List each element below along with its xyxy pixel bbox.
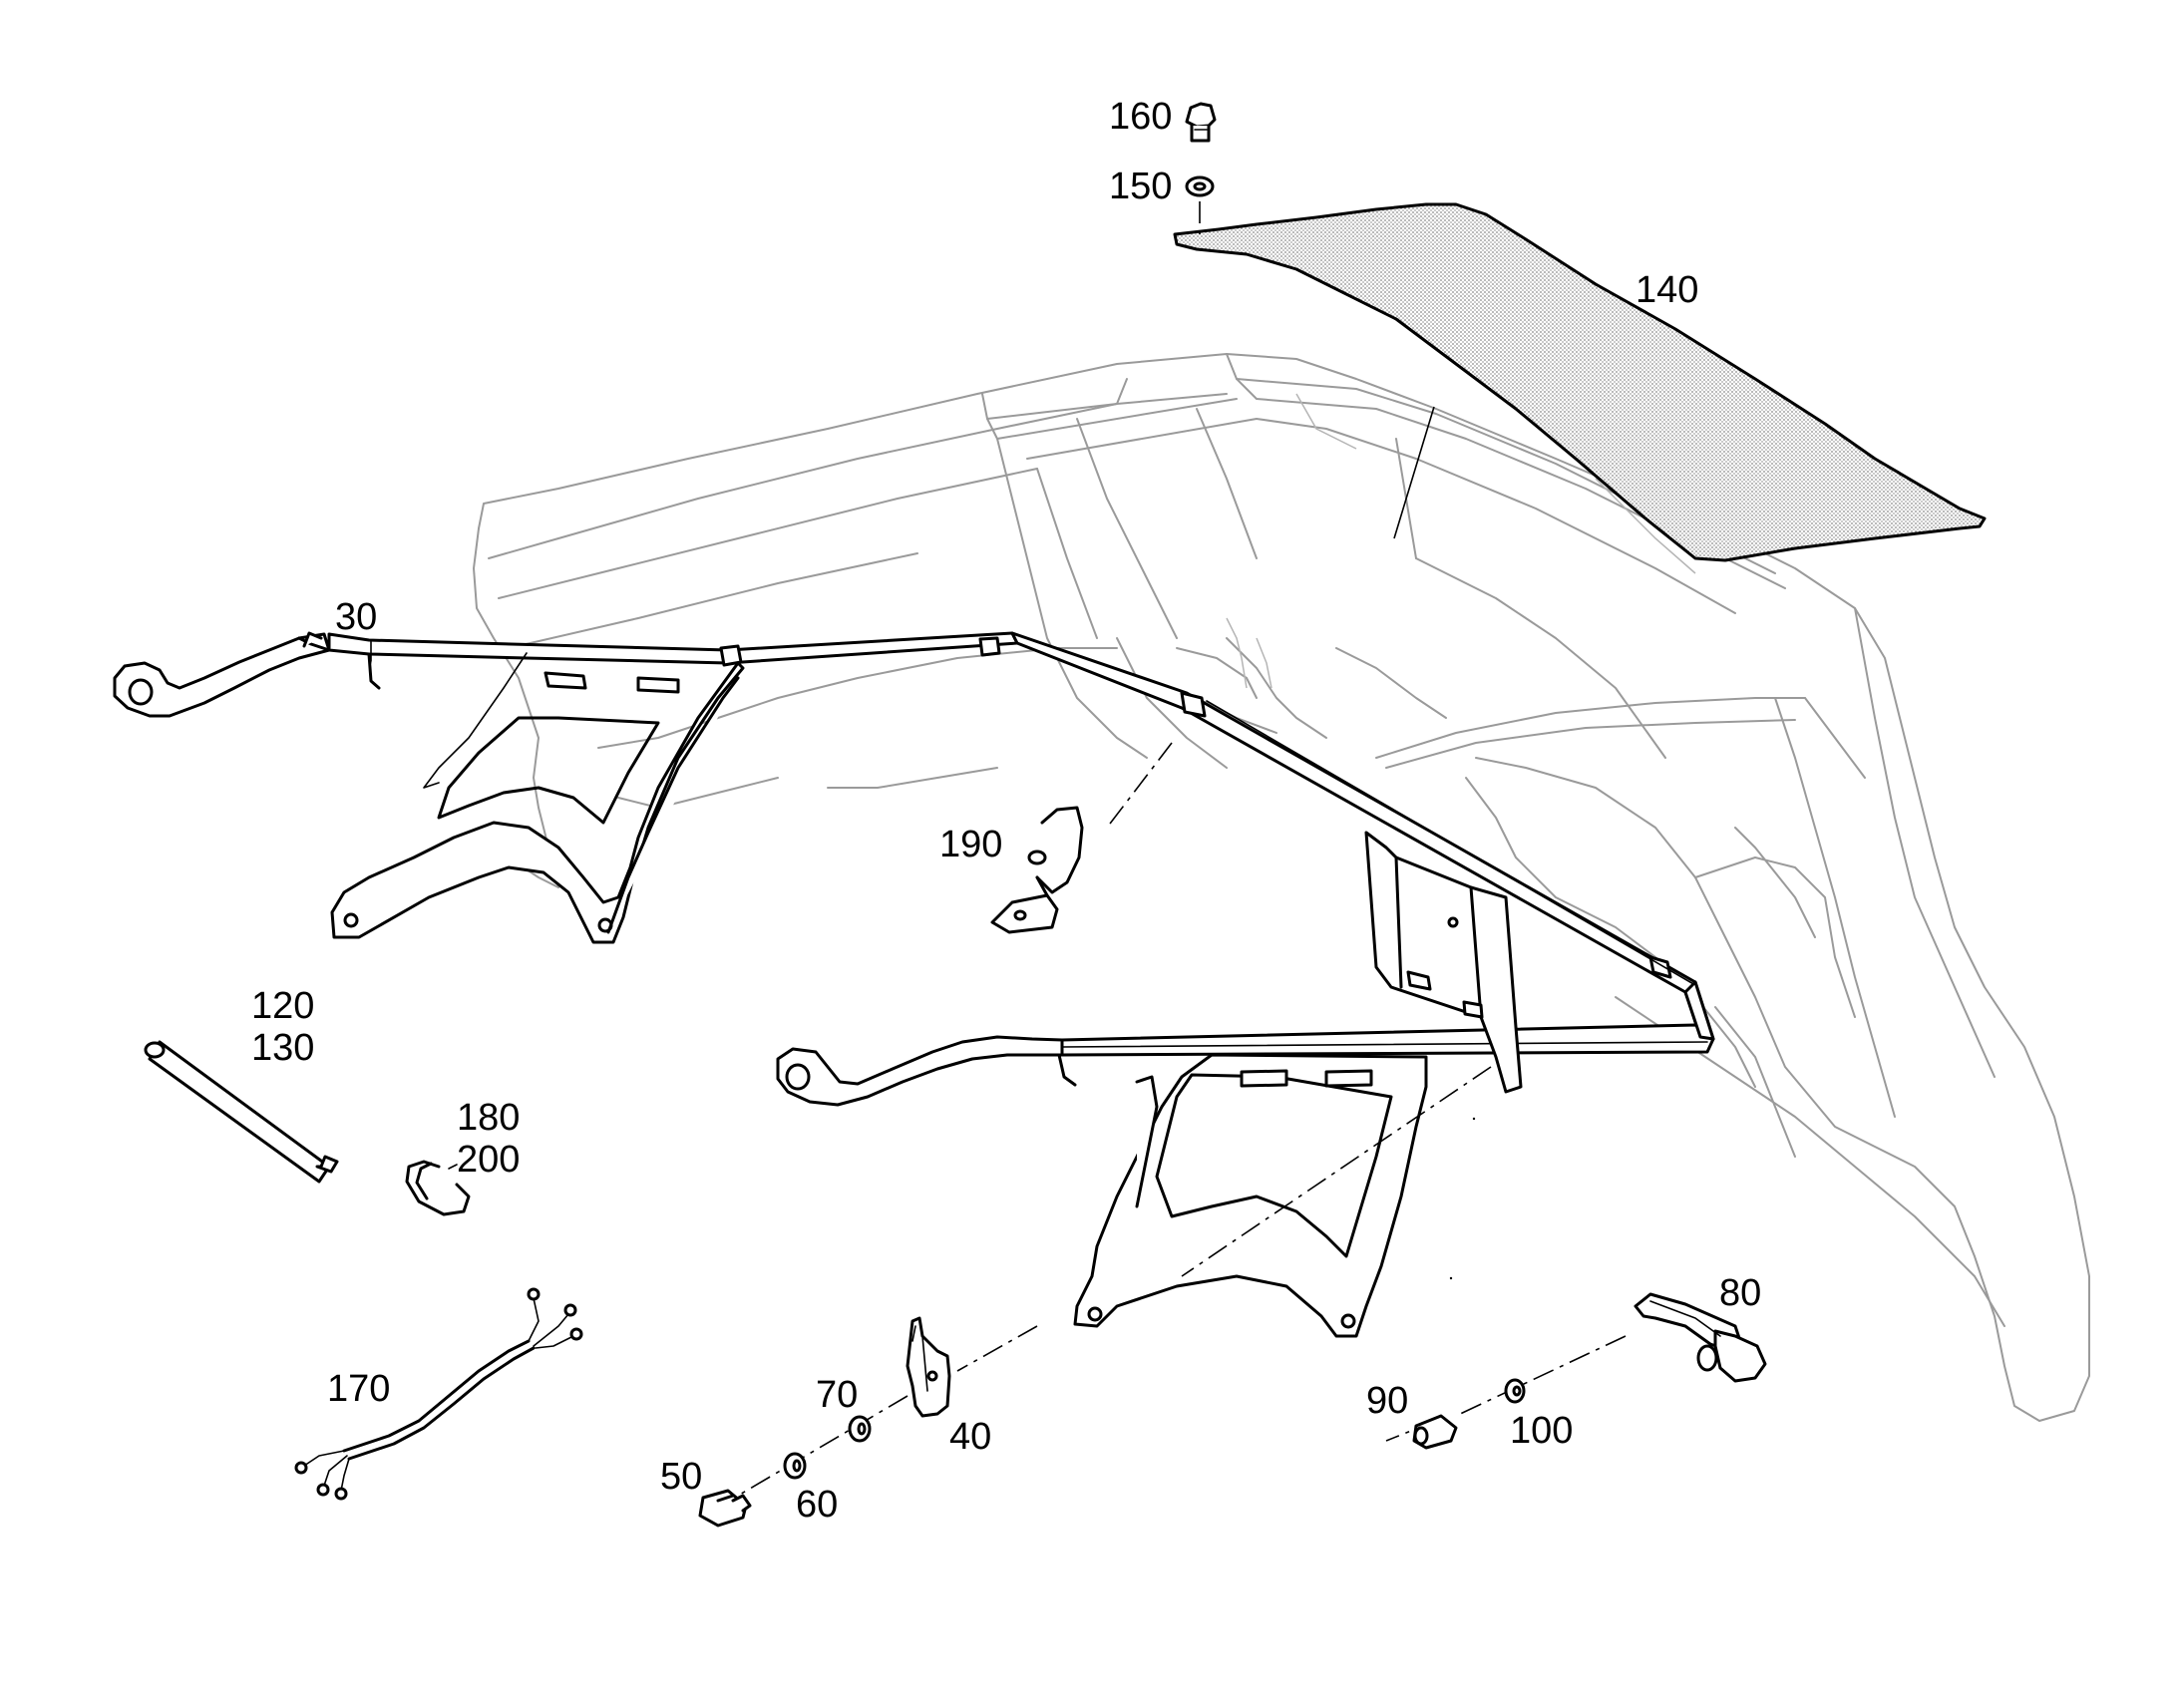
callout-190: 190 [939,824,1003,865]
part-60-washer [783,1452,807,1480]
assembly-line-80 [1455,1335,1627,1417]
callout-130: 130 [251,1027,315,1069]
callout-50: 50 [660,1456,703,1498]
callout-100: 100 [1510,1410,1574,1452]
callout-180: 180 [457,1097,521,1139]
part-80-sensor [1634,1292,1767,1383]
assembly-line-190 [1106,742,1173,829]
part-40-bracket [906,1316,951,1418]
callout-170: 170 [327,1368,391,1410]
stray-dot [1449,1276,1453,1280]
part-30-frame [113,631,1715,1338]
assembly-line-50 [737,1395,908,1497]
body-panel-background [473,353,2090,1422]
part-140-panel [1173,202,1987,562]
part-120-rod [144,1040,339,1184]
callout-70: 70 [816,1374,859,1416]
part-90-bolt [1412,1414,1458,1450]
callout-90: 90 [1366,1380,1409,1422]
callout-200: 200 [457,1139,521,1181]
callout-150: 150 [1109,166,1173,207]
callout-120: 120 [251,985,315,1027]
part-100-washer [1504,1378,1526,1404]
part-190-clip [990,806,1084,934]
callout-140: 140 [1635,269,1699,311]
callout-80: 80 [1719,1272,1762,1314]
callout-160: 160 [1109,96,1173,138]
part-150-washer [1185,175,1215,197]
assembly-line-40-a [1181,1066,1492,1277]
part-180-ring [405,1160,471,1216]
callout-60: 60 [796,1484,839,1526]
part-160-plug [1185,102,1217,143]
assembly-line-40-b [956,1325,1038,1372]
stray-dot [1472,1117,1476,1121]
callout-30: 30 [335,596,378,638]
part-50-bolt [698,1489,752,1528]
part-170-harness [294,1287,583,1501]
part-70-washer [848,1415,872,1443]
callout-40: 40 [949,1416,992,1458]
